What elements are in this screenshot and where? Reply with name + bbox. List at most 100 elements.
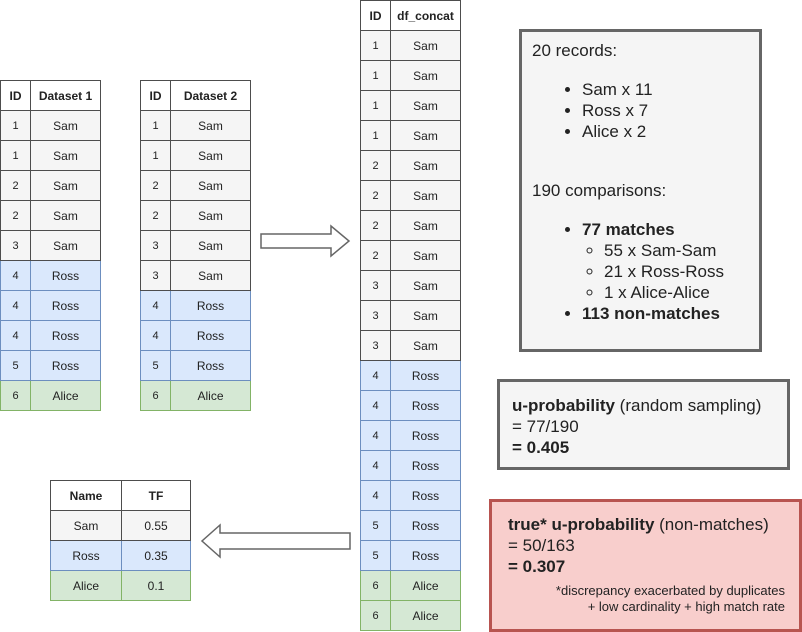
match-breakdown-item: 1 x Alice-Alice [604,282,749,303]
records-item: Sam x 11 [582,79,749,100]
id-column-header: ID [360,0,391,31]
tf-row-alice: Alice 0.1 [50,570,191,601]
matches-label: 77 matches [582,220,675,239]
id-cell: 4 [140,320,171,351]
tf-row-ross: Ross 0.35 [50,540,191,571]
id-cell: 4 [0,290,31,321]
id-cell: 1 [0,140,31,171]
name-cell: Sam [390,270,461,301]
name-cell: Sam [170,260,251,291]
name-cell: Sam [170,140,251,171]
id-cell: 6 [140,380,171,411]
comparisons-title: 190 comparisons: [532,181,667,200]
match-breakdown-item: 21 x Ross-Ross [604,261,749,282]
id-cell: 2 [0,200,31,231]
tf-name-cell: Sam [50,510,122,541]
name-cell: Alice [30,380,101,411]
true-u-probability-value: = 0.307 [508,557,566,576]
name-cell: Sam [390,240,461,271]
tf-name-cell: Alice [50,570,122,601]
comparisons-list: 77 matches 55 x Sam-Sam 21 x Ross-Ross 1… [532,219,749,324]
u-probability-title-bold: u-probability [512,396,615,415]
records-list: Sam x 11 Ross x 7 Alice x 2 [532,79,749,142]
name-cell: Ross [390,450,461,481]
id-cell: 5 [360,510,391,541]
id-cell: 2 [360,180,391,211]
tf-value-cell: 0.35 [121,540,191,571]
name-cell: Ross [170,350,251,381]
name-cell: Sam [30,170,101,201]
name-cell: Sam [30,230,101,261]
id-cell: 5 [360,540,391,571]
name-cell: Sam [30,110,101,141]
id-cell: 3 [140,260,171,291]
name-cell: Sam [30,140,101,171]
id-cell: 2 [360,240,391,271]
id-column-header: ID [0,80,31,111]
id-cell: 2 [140,200,171,231]
right-arrow-icon [260,224,351,258]
id-cell: 6 [360,600,391,631]
footnote-line: *discrepancy exacerbated by duplicates [555,583,785,598]
name-cell: Sam [390,180,461,211]
summary-box: 20 records: Sam x 11 Ross x 7 Alice x 2 … [519,29,762,352]
id-cell: 1 [0,110,31,141]
records-title: 20 records: [532,41,618,60]
u-probability-value: = 0.405 [512,438,570,457]
name-cell: Ross [390,510,461,541]
tf-column-header: TF [121,480,191,511]
id-cell: 5 [140,350,171,381]
name-column-header: Name [50,480,122,511]
tf-name-cell: Ross [50,540,122,571]
name-cell: Sam [390,90,461,121]
footnote-line: + low cardinality + high match rate [587,599,785,614]
name-cell: Sam [390,60,461,91]
match-breakdown-item: 55 x Sam-Sam [604,240,749,261]
tf-row-sam: Sam 0.55 [50,510,191,541]
u-probability-box: u-probability (random sampling) = 77/190… [497,379,790,470]
name-cell: Sam [390,300,461,331]
id-cell: 1 [360,90,391,121]
u-probability-fraction: = 77/190 [512,417,579,436]
id-cell: 4 [360,420,391,451]
name-cell: Sam [390,330,461,361]
name-cell: Sam [170,170,251,201]
name-cell: Alice [390,600,461,631]
true-u-probability-box: true* u-probability (non-matches) = 50/1… [489,499,802,632]
u-probability-title-rest: (random sampling) [614,396,762,415]
true-u-probability-title-bold: true* u-probability [508,515,655,534]
id-cell: 2 [140,170,171,201]
id-cell: 2 [0,170,31,201]
id-cell: 6 [0,380,31,411]
tf-value-cell: 0.55 [121,510,191,541]
id-cell: 2 [360,150,391,181]
name-cell: Ross [390,540,461,571]
true-u-probability-title-rest: (non-matches) [654,515,769,534]
name-cell: Ross [30,350,101,381]
u-probability-title: u-probability (random sampling) [512,395,775,416]
